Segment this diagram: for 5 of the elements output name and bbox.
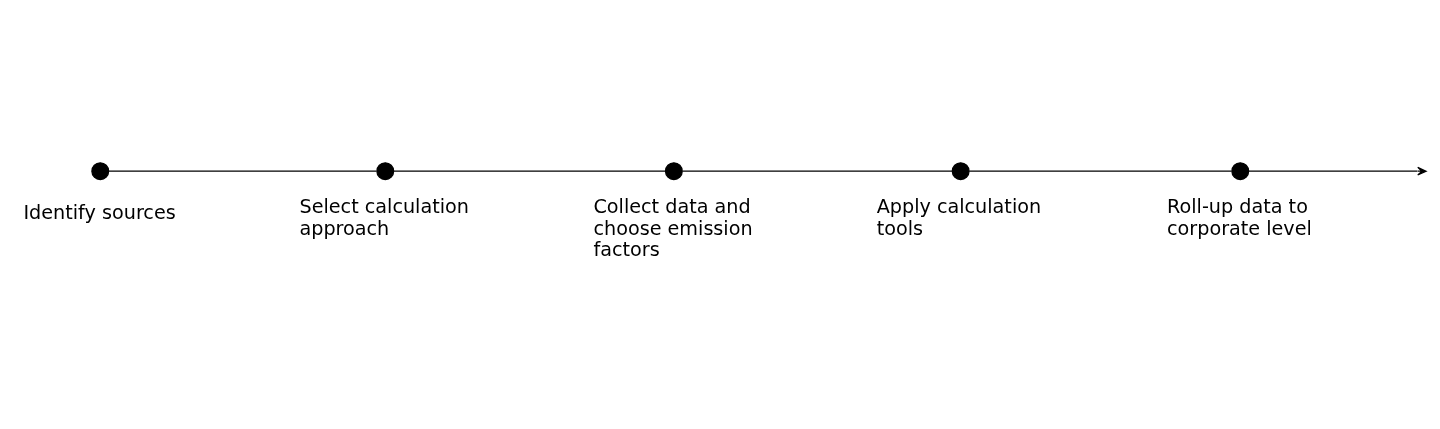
node-label: Roll-up data to corporate level bbox=[1166, 194, 1312, 240]
node-label: Identify sources bbox=[22, 200, 176, 224]
node-label: Apply calculation tools bbox=[876, 194, 1041, 240]
node-label: Collect data and choose emission factors bbox=[592, 194, 753, 261]
node-label: Select calculation approach bbox=[298, 194, 469, 240]
